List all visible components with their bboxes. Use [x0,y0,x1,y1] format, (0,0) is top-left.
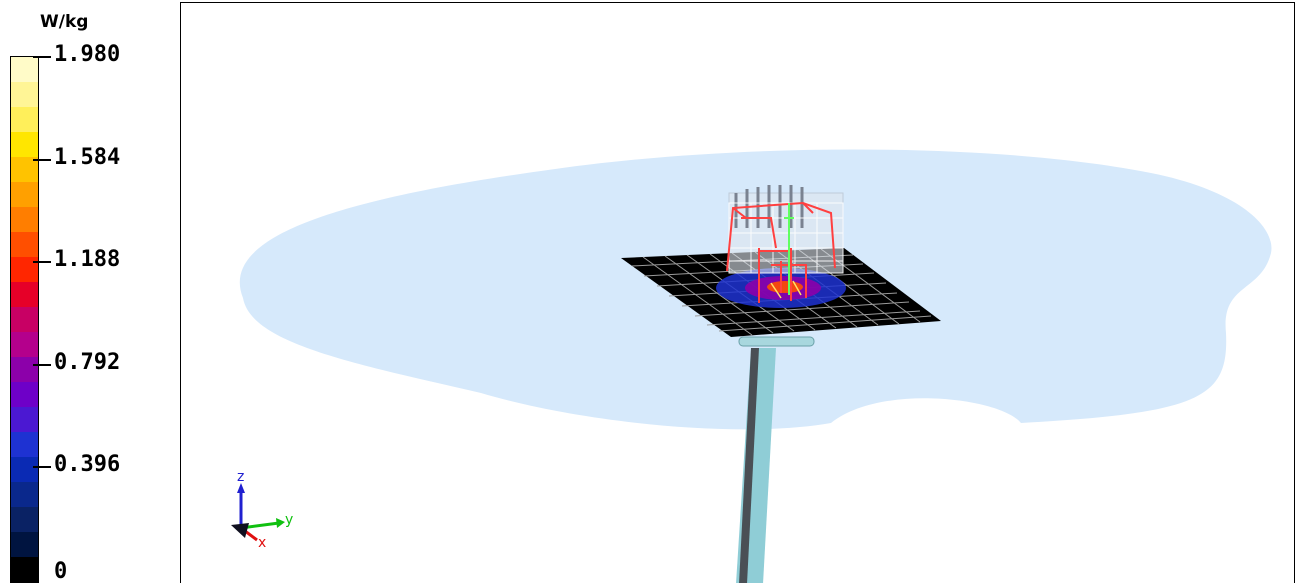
color-scale-segment [11,157,38,182]
legend-tick-mark [33,261,51,264]
color-scale-segment [11,307,38,332]
color-scale-segment [11,407,38,432]
legend-tick-label: 0.792 [54,349,121,375]
color-scale-segment [11,82,38,107]
color-scale-segment [11,507,38,532]
color-scale-segment [11,557,38,582]
color-scale-segment [11,132,38,157]
legend-tick-mark [33,363,51,366]
legend-tick-mark [33,56,51,58]
color-scale-segment [11,232,38,257]
color-scale-segment [11,382,38,407]
axes-triad: z y x [231,469,293,551]
color-scale-segment [11,257,38,282]
color-scale-segment [11,57,38,82]
zoom-scan-cube [726,185,844,303]
sar-color-legend: W/kg 1.980 1.584 1.188 0.792 0.396 0 [0,0,170,583]
sar-hotspot-inner [767,281,803,293]
legend-tick-label: 1.980 [54,42,121,67]
color-scale-segment [11,457,38,482]
color-scale-segment [11,532,38,557]
color-scale-segment [11,332,38,357]
x-axis-label: x [258,535,266,551]
legend-tick-label: 1.584 [54,144,121,170]
legend-tick-label: 0 [54,559,68,584]
legend-tick-mark [33,466,51,469]
color-scale-segment [11,107,38,132]
probe-holder-bar [738,336,815,347]
color-scale-bar [10,56,39,583]
scene-canvas[interactable]: z y x [181,3,1295,583]
legend-tick-label: 1.188 [54,247,121,273]
legend-tick-label: 0.396 [54,452,121,478]
z-axis-label: z [237,469,244,485]
color-scale-segment [11,182,38,207]
probe-shaft-shadow [739,348,759,583]
color-scale-segment [11,482,38,507]
legend-unit-label: W/kg [40,12,89,32]
legend-tick-mark [33,158,51,161]
color-scale-segment [11,282,38,307]
color-scale-segment [11,432,38,457]
color-scale-segment [11,207,38,232]
3d-viewport[interactable]: z y x [180,2,1295,583]
y-axis-label: y [285,512,293,528]
color-scale-segment [11,357,38,382]
